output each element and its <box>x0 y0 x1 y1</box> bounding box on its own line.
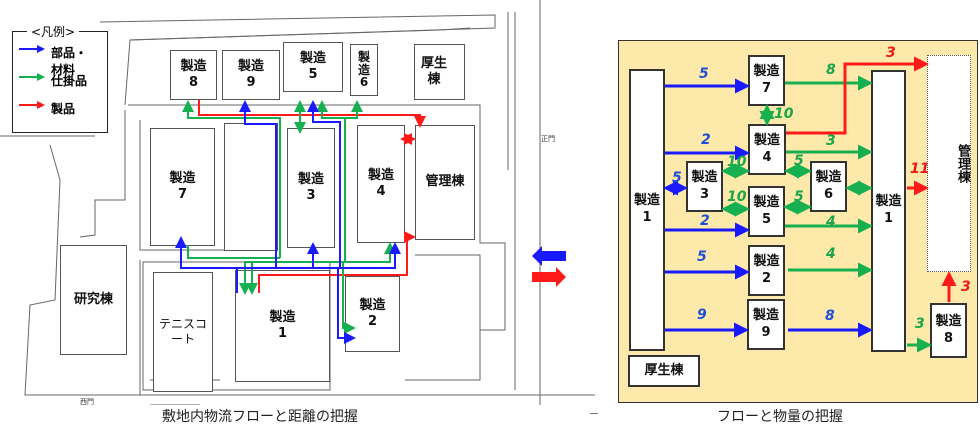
qty-m1-m7: 5 <box>699 66 709 82</box>
outbound-big-arrow <box>532 267 566 287</box>
qty-m1-m9: 9 <box>697 307 707 323</box>
left-title: 敷地内物流フローと距離の把握 <box>162 409 358 425</box>
legend: <凡例> 部品・材料 仕掛品 製品 <box>12 23 108 133</box>
box-m7: 製造 7 <box>748 55 785 106</box>
qty-m8-admin: 3 <box>961 279 971 295</box>
qty-m1-m3: 5 <box>672 170 682 186</box>
box-m8: 製造 8 <box>930 303 967 358</box>
flow-blue-to-m4 <box>237 242 401 269</box>
building-m9: 製造 9 <box>222 50 280 100</box>
tennis-court: テニスコート <box>153 272 213 392</box>
qty-m1-m4: 2 <box>701 132 711 148</box>
gate-west-label: 西門 <box>80 398 94 406</box>
inbound-big-arrow <box>532 246 566 266</box>
legend-label: 部品・材料 <box>51 46 88 77</box>
qty-m4-m6: 5 <box>794 153 804 169</box>
legend-item-parts: 部品・材料 <box>19 44 97 78</box>
building-research: 研究棟 <box>60 245 127 355</box>
qty-m5-m6: 5 <box>794 189 804 205</box>
box-welfare: 厚生棟 <box>628 355 700 387</box>
qty-m3-m4: 10 <box>727 154 747 170</box>
qty-m3-m5: 10 <box>727 189 747 205</box>
legend-item-product: 製品 <box>19 100 75 117</box>
site-map: 製造 8 製造 9 製造 5 製 造 6 厚生 棟 製造 7 製造 3 製造 4… <box>0 0 595 406</box>
qty-m5-m1: 4 <box>826 214 836 230</box>
box-m3: 製造 3 <box>686 161 723 212</box>
flow-blue-to-m2 <box>337 268 356 344</box>
flow-green-to-m6 <box>344 100 363 262</box>
blue-arrow-icon <box>19 45 45 53</box>
divider-dash <box>590 413 598 414</box>
qty-m1-m5: 2 <box>700 213 710 229</box>
box-m2: 製造 2 <box>748 245 785 296</box>
site-flow-arrows <box>175 100 566 344</box>
flow-red-m8-admin <box>198 100 426 128</box>
flow-green-to-m5b <box>316 100 345 119</box>
qty-m7-m4: 10 <box>774 106 794 122</box>
box-m1-right: 製造 1 <box>871 70 906 352</box>
building-admin: 管理棟 <box>415 125 475 240</box>
qty-m7-m1: 8 <box>826 62 836 78</box>
qty-m9-m1: 8 <box>825 308 835 324</box>
qty-m1-admin: 11 <box>910 161 930 177</box>
legend-label: 仕掛品 <box>51 74 88 88</box>
box-m6: 製造 6 <box>810 161 847 212</box>
gate-main-label: 正門 <box>541 135 555 143</box>
qty-m4-m1: 3 <box>826 133 836 149</box>
qty-m1-m2: 5 <box>697 249 707 265</box>
building-m6: 製 造 6 <box>350 44 378 96</box>
box-admin: 管理棟 <box>927 55 971 272</box>
flow-blue-to-m9 <box>239 100 277 268</box>
building-m7: 製造 7 <box>150 128 215 246</box>
qty-m1-m8: 3 <box>915 316 925 332</box>
red-arrow-icon <box>19 101 45 109</box>
flow-green-m7 <box>187 245 280 259</box>
building-welfare: 厚生 棟 <box>414 44 465 100</box>
building-m5: 製造 5 <box>283 42 343 92</box>
box-m1-left: 製造 1 <box>629 69 665 351</box>
flow-green-to-m2 <box>342 262 356 334</box>
building-m4: 製造 4 <box>357 125 405 243</box>
box-m9: 製造 9 <box>747 299 785 350</box>
legend-item-wip: 仕掛品 <box>19 72 87 89</box>
legend-heading: <凡例> <box>27 23 80 40</box>
building-utilities <box>224 123 278 251</box>
qty-m4-admin: 3 <box>886 45 896 61</box>
legend-label: 製品 <box>51 102 76 116</box>
box-m4: 製造 4 <box>748 124 786 175</box>
box-m5: 製造 5 <box>748 186 785 237</box>
qty-m2-m1: 4 <box>826 246 836 262</box>
flow-blue-to-m7 <box>175 236 238 293</box>
flow-green-to-m8 <box>182 100 281 258</box>
flow-blue-to-m5 <box>307 100 341 268</box>
building-m8: 製造 8 <box>170 50 217 100</box>
flow-volume-panel <box>618 40 978 403</box>
green-arrow-icon <box>19 73 45 81</box>
right-title: フローと物量の把握 <box>717 409 843 425</box>
